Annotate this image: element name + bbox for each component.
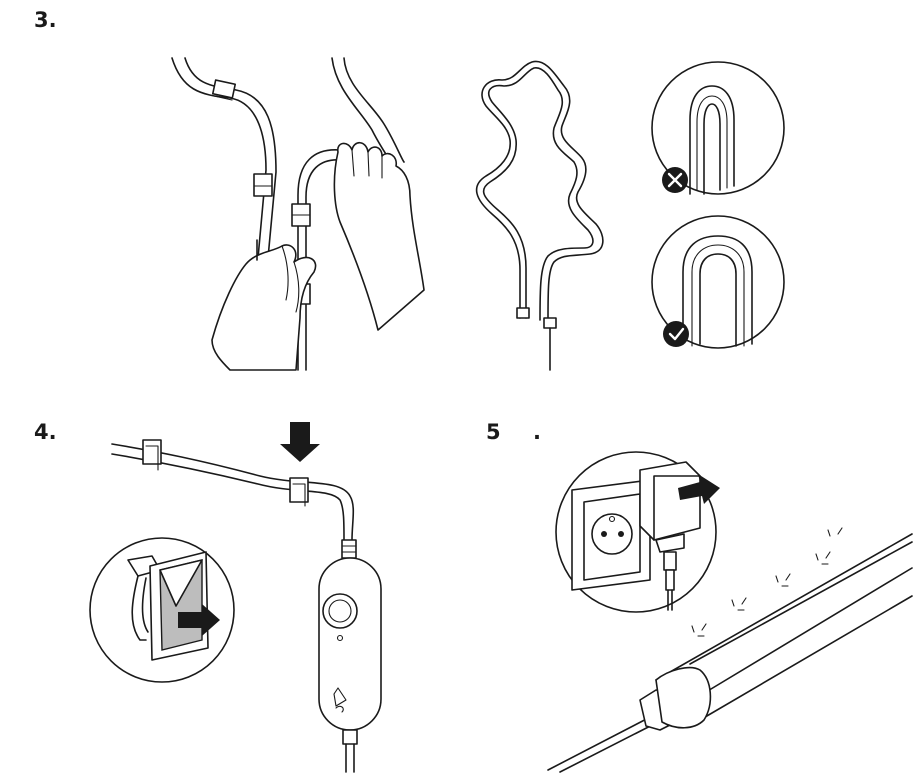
wrong-bend-callout xyxy=(651,61,785,195)
step-5-plug-callout xyxy=(555,451,720,613)
step-5-lit-strip xyxy=(547,527,913,773)
step-3-shaped-strip xyxy=(475,60,604,371)
check-icon xyxy=(663,321,689,347)
step-4-adhesive-callout xyxy=(89,537,235,683)
step-3-label: 3. xyxy=(34,8,57,32)
step-5-label-dot: . xyxy=(533,420,541,444)
step-3-strip-clips-illustration xyxy=(171,57,425,371)
step-4-label: 4. xyxy=(34,420,57,444)
right-bend-callout xyxy=(651,215,785,349)
step-4-controller-illustration xyxy=(111,422,382,773)
step-5-label: 5 xyxy=(486,420,501,444)
